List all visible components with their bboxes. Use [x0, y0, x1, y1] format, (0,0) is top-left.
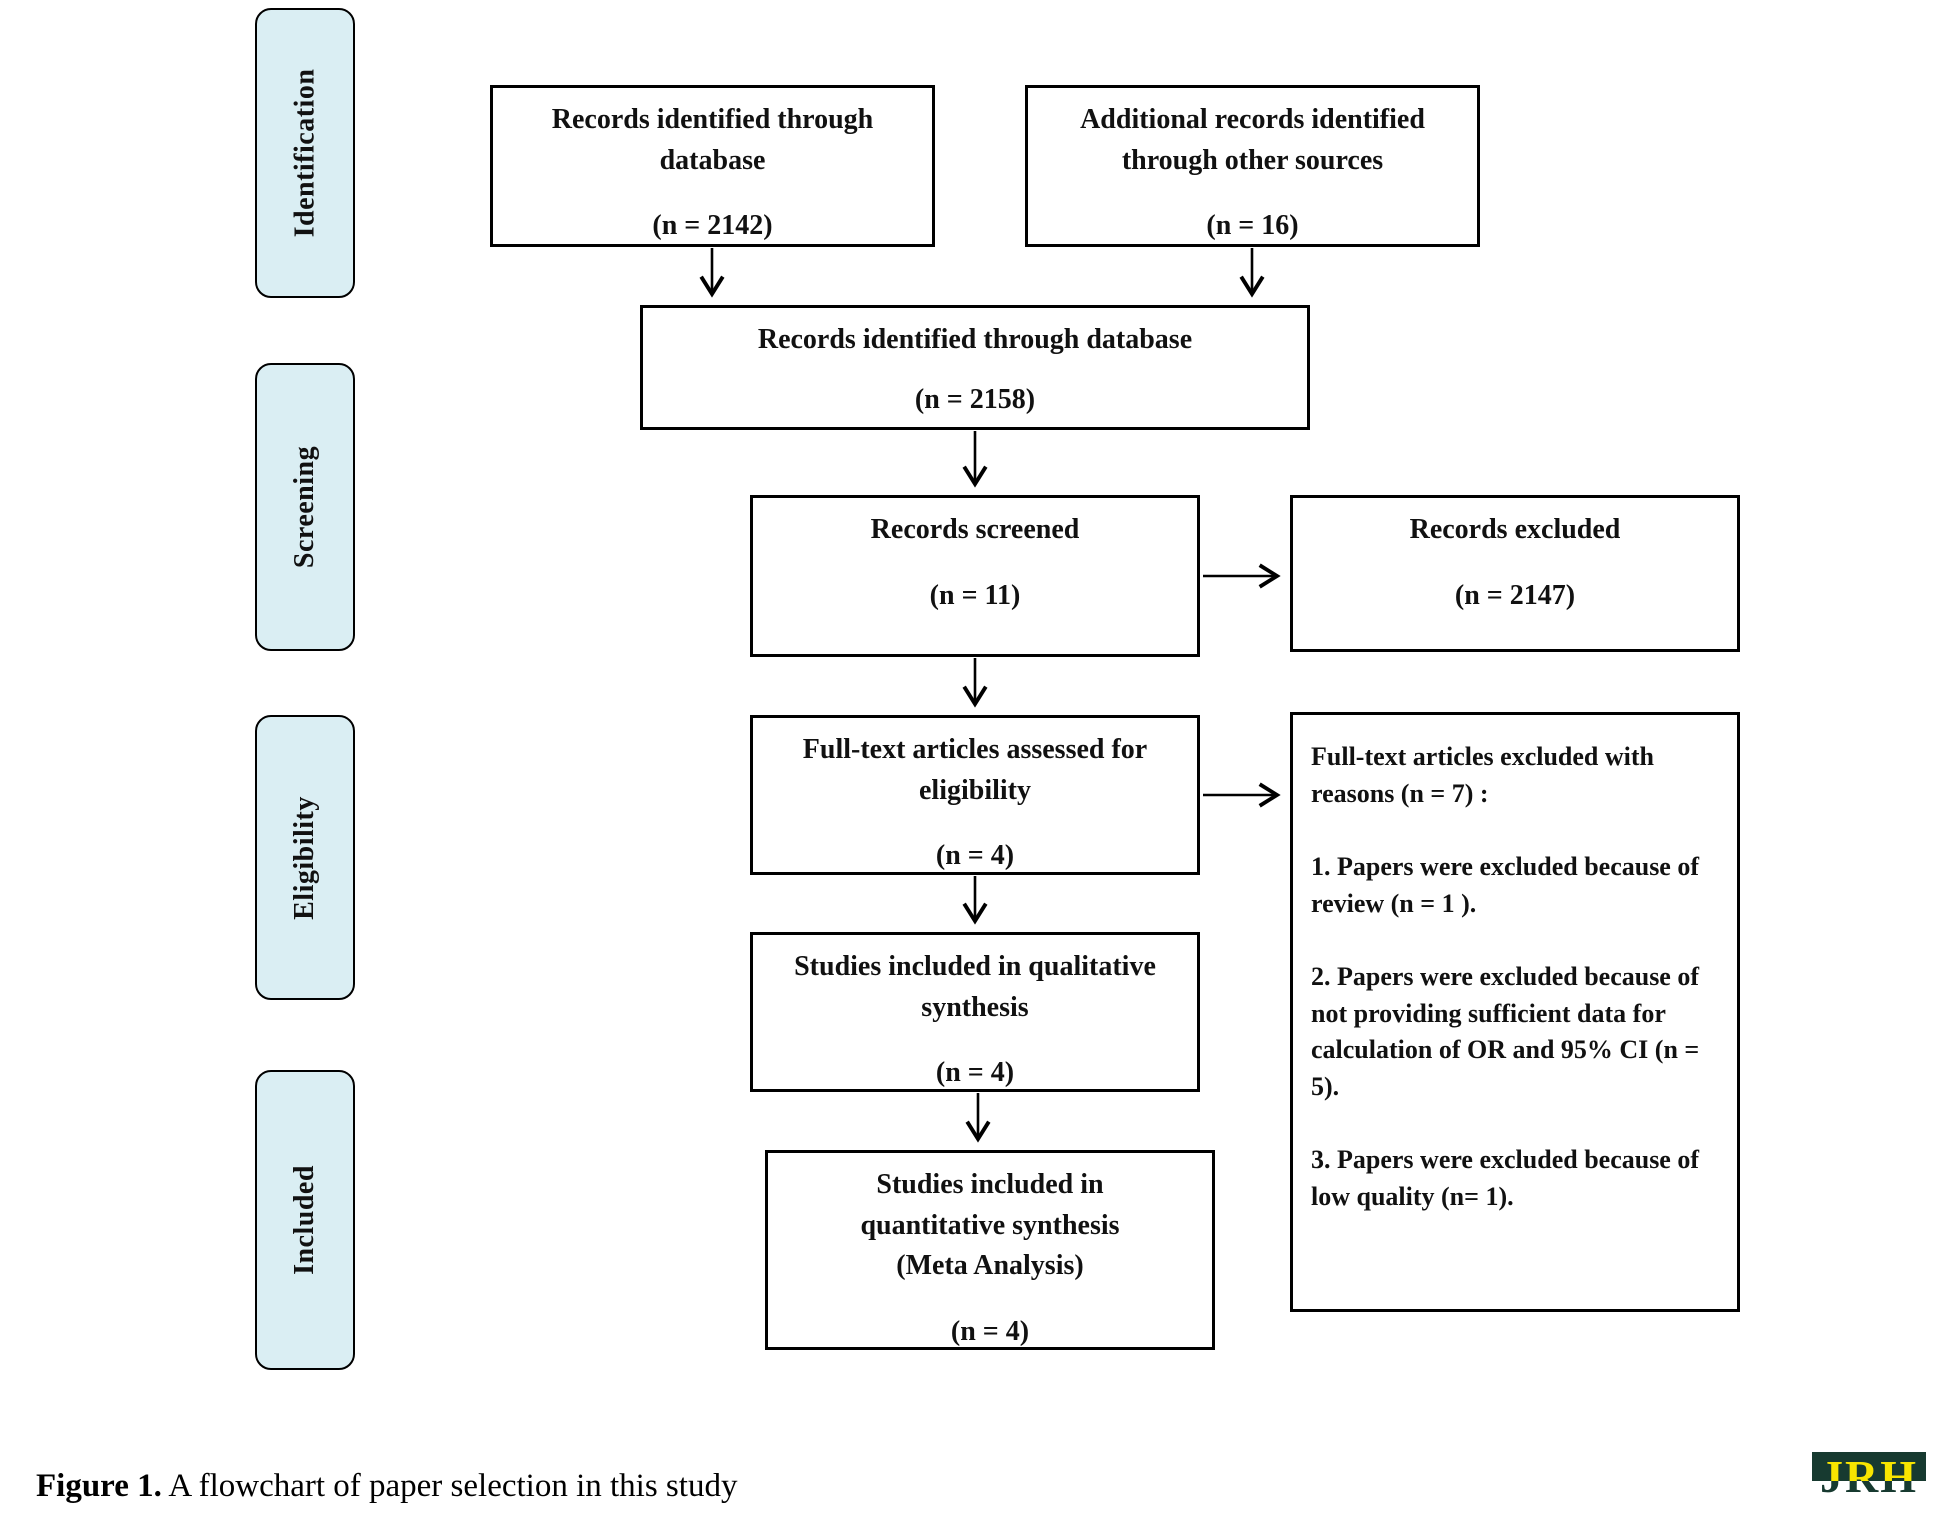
stage-identification-label: Identification: [289, 68, 320, 238]
box-additional-records: Additional records identified through ot…: [1025, 85, 1480, 247]
box-count: (n = 4): [935, 840, 1015, 872]
box-fulltext-excluded-reasons: Full-text articles excluded with reasons…: [1290, 712, 1740, 1312]
box-qualitative-synthesis: Studies included in qualitative synthesi…: [750, 932, 1200, 1092]
box-title: Full-text articles assessed for eligibil…: [802, 734, 1148, 806]
jrh-logo-text-top: JRH: [1820, 1452, 1918, 1482]
box-count: (n = 4): [935, 1057, 1015, 1089]
box-records-excluded: Records excluded (n = 2147): [1290, 495, 1740, 652]
reason-item-2: 2. Papers were excluded because of not p…: [1311, 961, 1700, 1102]
figure-caption: Figure 1. A flowchart of paper selection…: [36, 1468, 737, 1505]
box-records-identified-database: Records identified through database (n =…: [490, 85, 935, 247]
stage-eligibility: Eligibility: [255, 715, 355, 1000]
jrh-logo: JRH JRH: [1812, 1452, 1926, 1502]
box-title: Studies included in qualitative synthesi…: [794, 951, 1156, 1023]
box-title: Records identified through database: [757, 324, 1193, 355]
box-count: (n = 2158): [914, 383, 1036, 415]
box-count: (n = 11): [929, 579, 1021, 611]
box-fulltext-assessed: Full-text articles assessed for eligibil…: [750, 715, 1200, 875]
box-title: Records identified through database: [551, 104, 874, 176]
box-count: (n = 2147): [1454, 579, 1576, 611]
stage-screening-label: Screening: [289, 445, 321, 569]
box-count: (n = 2142): [652, 210, 773, 242]
reasons-header: Full-text articles excluded with reasons…: [1311, 742, 1654, 808]
box-title: Additional records identified through ot…: [1080, 104, 1425, 176]
figure-caption-label: Figure 1.: [36, 1468, 162, 1504]
box-count: (n = 16): [1206, 210, 1299, 242]
reason-item-3: 3. Papers were excluded because of low q…: [1311, 1145, 1700, 1212]
stage-screening: Screening: [255, 363, 355, 651]
stage-included-label: Included: [289, 1165, 321, 1275]
box-title: Records screened: [870, 514, 1080, 545]
box-count: (n = 4): [950, 1315, 1030, 1347]
figure-caption-text: A flowchart of paper selection in this s…: [161, 1468, 738, 1504]
stage-included: Included: [255, 1070, 355, 1370]
box-records-screened: Records screened (n = 11): [750, 495, 1200, 657]
stage-identification: Identification: [255, 8, 355, 298]
box-quantitative-synthesis: Studies included in quantitative synthes…: [765, 1150, 1215, 1350]
stage-eligibility-label: Eligibility: [289, 795, 320, 920]
box-title: Records excluded: [1409, 514, 1621, 545]
jrh-logo-band: JRH: [1812, 1452, 1926, 1481]
box-title: Studies included in quantitative synthes…: [860, 1169, 1120, 1282]
box-records-combined: Records identified through database (n =…: [640, 305, 1310, 430]
reason-item-1: 1. Papers were excluded because of revie…: [1311, 851, 1700, 918]
